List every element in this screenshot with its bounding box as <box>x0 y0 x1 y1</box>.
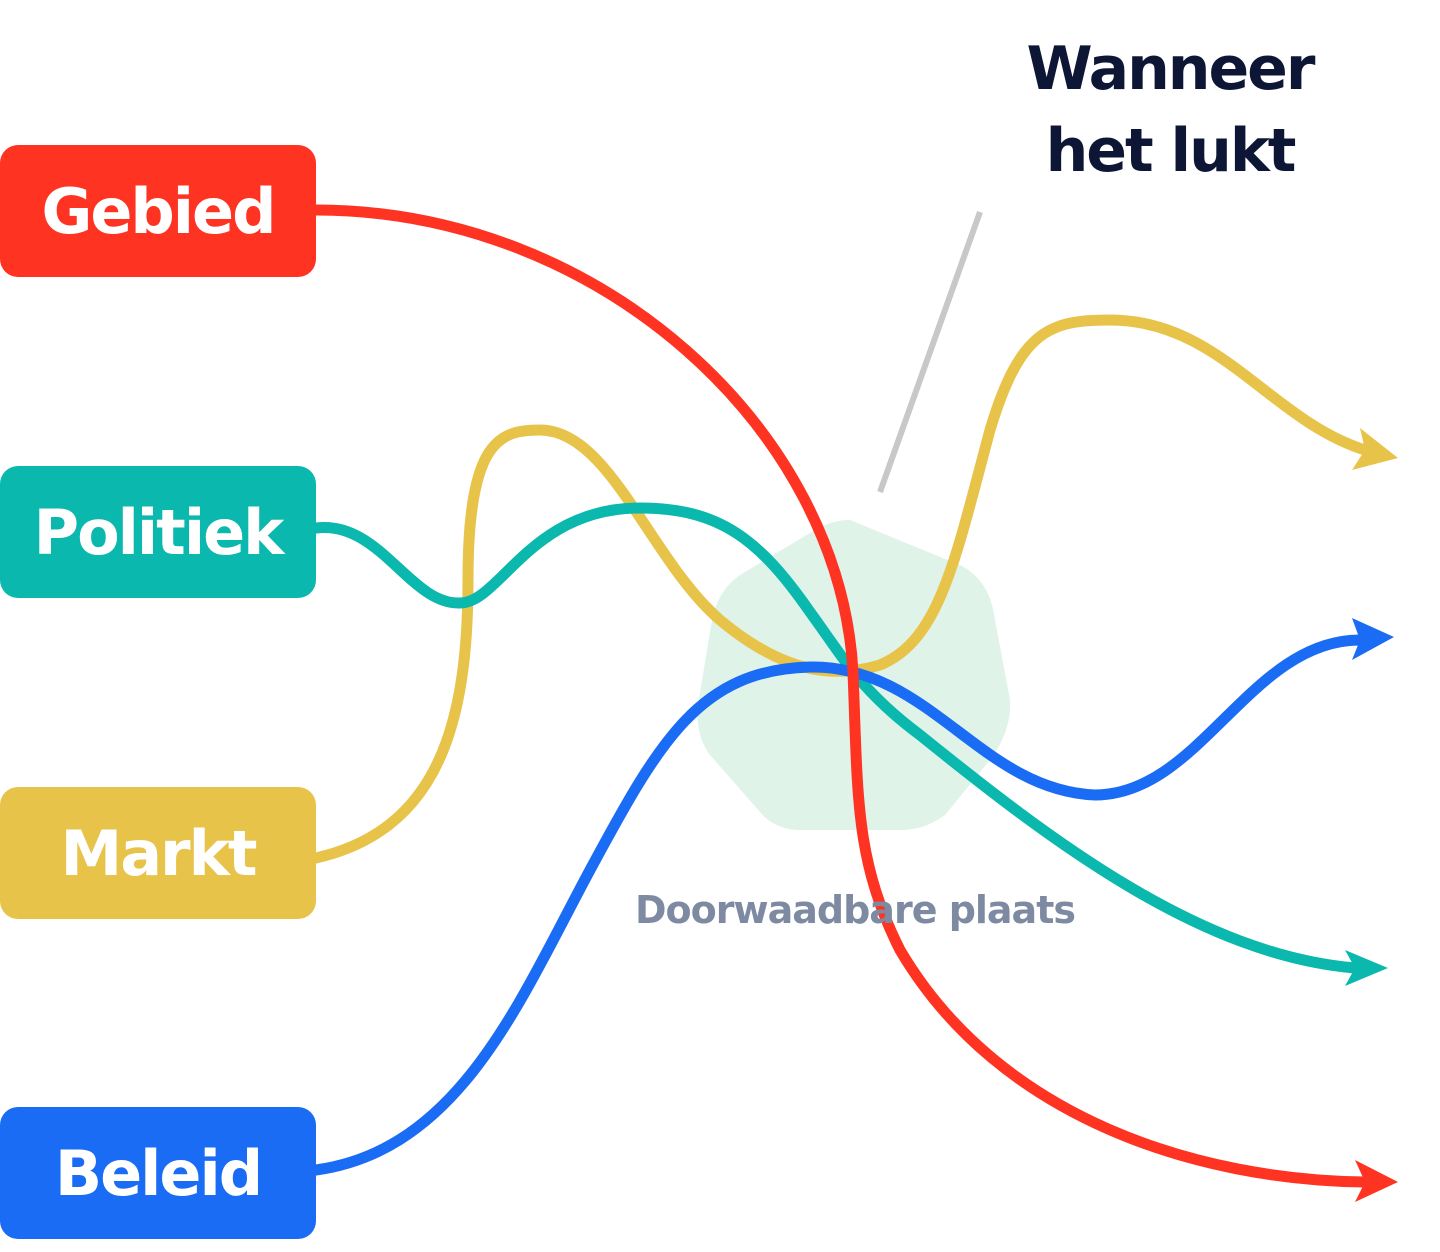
box-beleid: Beleid <box>0 1107 316 1239</box>
box-politiek: Politiek <box>0 466 316 598</box>
success-title: Wanneer het lukt <box>980 28 1360 192</box>
flow-line-beleid <box>310 634 1366 1176</box>
success-title-line-2: het lukt <box>1045 116 1297 186</box>
arrowhead-politiek <box>1345 950 1388 986</box>
arrowhead-beleid <box>1352 618 1394 660</box>
flow-line-markt <box>310 314 1371 864</box>
success-title-line-1: Wanneer <box>1026 34 1316 104</box>
pointer-line <box>877 210 983 494</box>
box-gebied: Gebied <box>0 145 316 277</box>
box-markt: Markt <box>0 787 316 919</box>
arrowhead-markt <box>1352 428 1398 470</box>
box-label-markt: Markt <box>60 816 258 890</box>
box-label-gebied: Gebied <box>41 174 276 248</box>
box-label-politiek: Politiek <box>33 495 285 569</box>
box-label-beleid: Beleid <box>54 1136 263 1210</box>
flow-line-politiek <box>310 502 1361 974</box>
flow-line-gebied <box>310 204 1371 1188</box>
crossing-label: Doorwaadbare plaats <box>635 888 1076 932</box>
arrowhead-gebied <box>1355 1160 1398 1202</box>
